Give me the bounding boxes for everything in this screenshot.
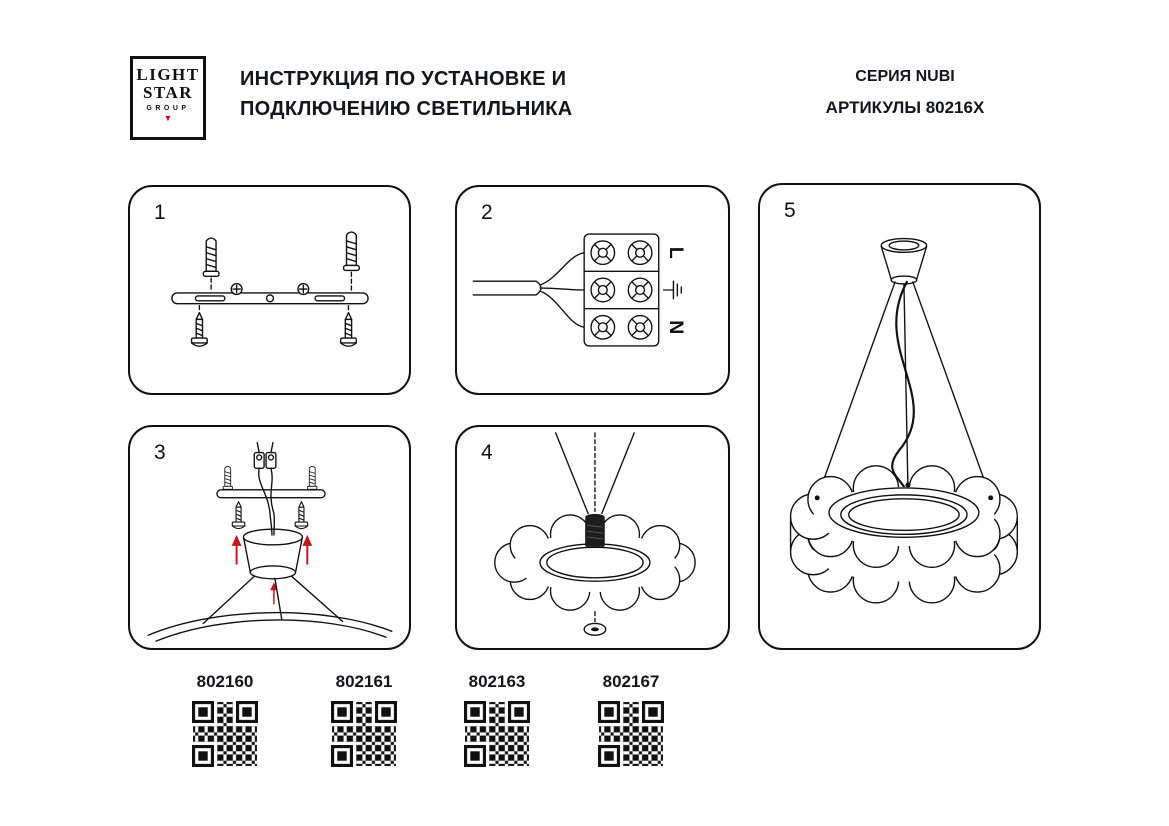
step-4-number: 4	[481, 441, 493, 464]
lightstar-logo: LIGHT STAR GROUP ▼	[130, 56, 206, 140]
step-2-number: 2	[481, 201, 493, 224]
terminal-screw-icon	[627, 277, 653, 303]
wall-anchor-left-icon	[222, 465, 233, 490]
cloud-ring-body	[789, 465, 1019, 604]
power-cord	[891, 280, 915, 497]
wall-anchor-right-icon	[307, 465, 318, 490]
step-5-diagram-assembled	[789, 237, 1019, 604]
connector-block	[253, 442, 277, 469]
step-4-panel: 4	[455, 425, 730, 650]
qr-block-802167: 802167	[585, 672, 677, 767]
step-3-panel: 3	[128, 425, 411, 650]
step-5-panel: 5	[758, 183, 1041, 650]
qr-code-icon	[464, 701, 530, 767]
logo-word-group: GROUP	[146, 104, 190, 112]
terminal-screw-icon	[590, 277, 616, 303]
step-2-panel: 2 L N	[455, 185, 730, 395]
wire	[270, 467, 276, 536]
step-3-number: 3	[154, 441, 166, 464]
series-name: СЕРИЯ NUBI	[855, 68, 955, 85]
wire-neutral	[539, 290, 585, 328]
ceiling-cup	[880, 237, 928, 285]
ceiling-surface	[147, 611, 393, 636]
terminal-screw-icon	[627, 314, 653, 340]
qr-code-icon	[598, 701, 664, 767]
wire	[258, 467, 273, 536]
title-line-1: ИНСТРУКЦИЯ ПО УСТАНОВКЕ И	[240, 68, 567, 90]
neutral-terminal-label: N	[665, 320, 687, 334]
bar-slot-right	[314, 295, 346, 302]
mounting-screw-right-icon	[339, 311, 358, 347]
bar-slot-left	[194, 295, 226, 302]
article-number: 802167	[602, 672, 660, 691]
logo-word-light: LIGHT	[136, 65, 200, 84]
canopy-cup-bottom	[249, 565, 297, 580]
step-3-diagram-canopy	[147, 442, 393, 642]
step-5-number: 5	[784, 199, 796, 222]
logo-word-star: STAR	[142, 82, 194, 102]
bar-center-hole	[265, 294, 275, 303]
terminal-screw-icon	[627, 240, 653, 266]
wall-anchor-left-icon	[202, 237, 220, 277]
qr-block-802160: 802160	[179, 672, 271, 767]
canopy-screw-right-icon	[294, 501, 309, 530]
step-4-diagram-body	[494, 432, 696, 636]
articles-code: АРТИКУЛЫ 80216X	[825, 98, 985, 117]
suspension-wire	[816, 281, 896, 499]
bar-screw-right-icon	[297, 282, 310, 296]
wall-anchor-right-icon	[342, 231, 360, 272]
terminal-screw-icon	[590, 314, 616, 340]
red-arrow-up-icon	[230, 534, 243, 566]
article-number: 802160	[196, 672, 254, 691]
ceiling-surface	[155, 619, 387, 642]
terminal-screw-icon	[590, 240, 616, 266]
step-1-number: 1	[154, 201, 166, 224]
canopy-cup-top	[242, 528, 304, 546]
series-info: СЕРИЯ NUBI АРТИКУЛЫ 80216X	[795, 68, 1015, 118]
qr-block-802161: 802161	[318, 672, 410, 767]
canopy-screw-left-icon	[231, 501, 246, 530]
finial	[583, 622, 607, 636]
step-2-diagram-wiring: L N	[472, 233, 687, 347]
threaded-hub	[585, 513, 605, 547]
article-number: 802161	[335, 672, 393, 691]
cloud-plate	[494, 514, 696, 611]
line-terminal-label: L	[665, 247, 687, 259]
step-1-diagram-mounting-bracket	[171, 231, 369, 347]
wire-line	[539, 252, 585, 286]
qr-code-icon	[331, 701, 397, 767]
bar-screw-left-icon	[230, 282, 243, 296]
suspension-wire	[912, 281, 992, 499]
article-number: 802163	[468, 672, 526, 691]
red-arrow-up-icon	[301, 534, 314, 566]
title-line-2: ПОДКЛЮЧЕНИЮ СВЕТИЛЬНИКА	[240, 98, 573, 120]
qr-code-icon	[192, 701, 258, 767]
qr-block-802163: 802163	[451, 672, 543, 767]
page-title: ИНСТРУКЦИЯ ПО УСТАНОВКЕ И ПОДКЛЮЧЕНИЮ СВ…	[240, 64, 573, 124]
wire-earth	[539, 287, 585, 291]
mounting-screw-left-icon	[190, 311, 208, 347]
earth-icon	[662, 280, 682, 300]
logo-red-mark-icon: ▼	[163, 112, 173, 123]
step-1-panel: 1	[128, 185, 411, 395]
suspension-wire	[903, 283, 909, 486]
